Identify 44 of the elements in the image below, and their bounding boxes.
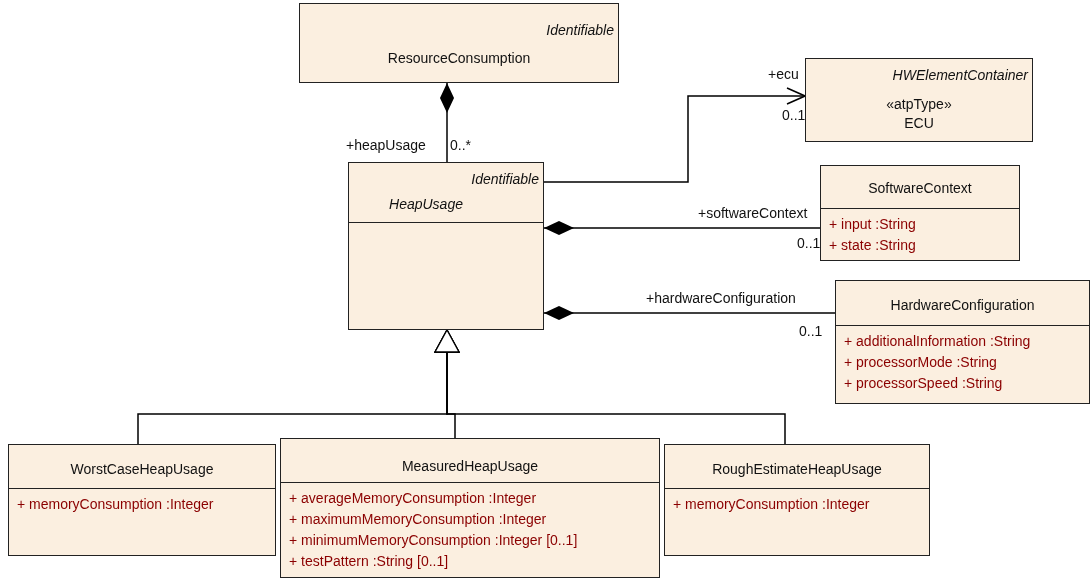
multiplicity-label: 0..* [450, 137, 471, 153]
class-box [280, 438, 660, 578]
attribute-text: + processorMode :String [844, 353, 997, 372]
role-label: +heapUsage [346, 137, 426, 153]
class-box [805, 58, 1033, 142]
stereotype-label: «atpType» [885, 96, 953, 113]
class-name: MeasuredHeapUsage [400, 458, 540, 475]
class-box [820, 165, 1020, 261]
class-name: HeapUsage [388, 196, 464, 213]
parent-class-label: Identifiable [546, 22, 614, 39]
composition-line [543, 221, 821, 235]
class-box [299, 3, 619, 83]
class-box [835, 280, 1090, 404]
class-name: SoftwareContext [867, 180, 973, 197]
multiplicity-label: 0..1 [782, 107, 806, 123]
attribute-text: + averageMemoryConsumption :Integer [289, 489, 537, 508]
role-label: +ecu [768, 66, 799, 82]
class-name: ResourceConsumption [386, 50, 532, 67]
generalization-arrow [434, 329, 786, 445]
attribute-text: + memoryConsumption :Integer [673, 495, 870, 514]
multiplicity-label: 0..1 [799, 323, 823, 339]
role-label: +softwareContext [698, 205, 808, 221]
attribute-text: + testPattern :String [0..1] [289, 552, 449, 571]
class-name: HardwareConfiguration [889, 297, 1036, 314]
class-box [348, 162, 544, 330]
composition-line [440, 82, 454, 163]
attribute-text: + memoryConsumption :Integer [17, 495, 214, 514]
attribute-text: + minimumMemoryConsumption :Integer [0..1] [289, 531, 578, 550]
attribute-text: + processorSpeed :String [844, 374, 1003, 393]
attribute-text: + maximumMemoryConsumption :Integer [289, 510, 547, 529]
class-name: WorstCaseHeapUsage [69, 461, 215, 478]
parent-class-label: Identifiable [471, 171, 539, 188]
attribute-text: + input :String [829, 215, 916, 234]
association-arrow [543, 87, 806, 183]
attribute-text: + additionalInformation :String [844, 332, 1031, 351]
class-name: ECU [903, 115, 935, 132]
role-label: +hardwareConfiguration [646, 290, 796, 306]
class-box [664, 444, 930, 556]
class-box [8, 444, 276, 556]
multiplicity-label: 0..1 [797, 235, 821, 251]
parent-class-label: HWElementContainer [892, 67, 1028, 84]
attribute-text: + state :String [829, 236, 916, 255]
class-name: RoughEstimateHeapUsage [711, 461, 883, 478]
composition-line [543, 306, 836, 320]
